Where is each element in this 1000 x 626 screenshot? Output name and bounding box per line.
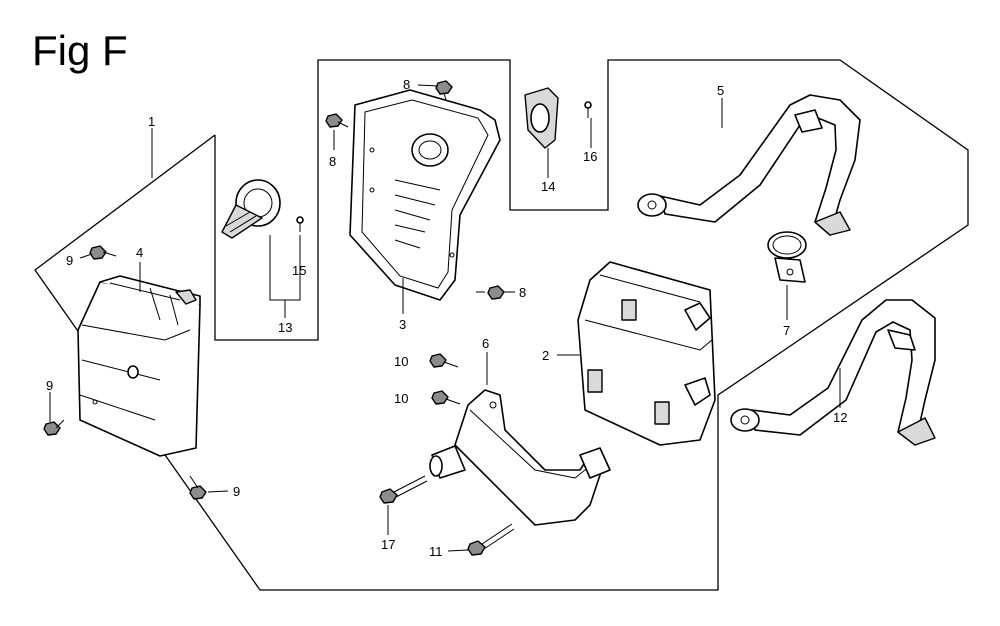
- muffler-protector: [77, 275, 201, 457]
- callout-10-upper: 10: [394, 354, 408, 369]
- group-boundary-lines: [34, 59, 969, 591]
- muffler-stay: [429, 389, 611, 526]
- callout-7: 7: [783, 323, 790, 338]
- muffler-cover: [349, 89, 501, 301]
- callout-13: 13: [278, 320, 292, 335]
- callout-3: 3: [399, 317, 406, 332]
- callout-2: 2: [542, 348, 549, 363]
- pipe-band: [767, 231, 807, 283]
- callout-4: 4: [136, 245, 143, 260]
- fasteners: [43, 80, 515, 556]
- leader-lines: [49, 84, 841, 552]
- exhaust-pipe-upper: [637, 94, 861, 236]
- callout-9-top: 9: [66, 253, 73, 268]
- exhaust-gasket: [524, 87, 592, 149]
- callout-15: 15: [292, 263, 306, 278]
- callout-10-lower: 10: [394, 391, 408, 406]
- figure-title: Fig F: [32, 27, 128, 74]
- spark-arrester: [221, 179, 304, 239]
- callout-6: 6: [482, 336, 489, 351]
- callout-17: 17: [381, 537, 395, 552]
- callout-14: 14: [541, 179, 555, 194]
- callout-8-top: 8: [403, 77, 410, 92]
- callout-8-right: 8: [519, 285, 526, 300]
- callout-12: 12: [833, 410, 847, 425]
- exhaust-pipe-lower: [730, 299, 936, 446]
- callout-5: 5: [717, 83, 724, 98]
- callout-1: 1: [148, 114, 155, 129]
- callout-9-left: 9: [46, 378, 53, 393]
- muffler-body: [577, 261, 716, 446]
- callout-9-bottom: 9: [233, 484, 240, 499]
- callout-8-left: 8: [329, 154, 336, 169]
- callout-labels: 1 4 9 9 9 15 13 3 8 8 8 14 16 5 2 6 10 1…: [46, 77, 847, 559]
- callout-16: 16: [583, 149, 597, 164]
- callout-11: 11: [429, 544, 443, 559]
